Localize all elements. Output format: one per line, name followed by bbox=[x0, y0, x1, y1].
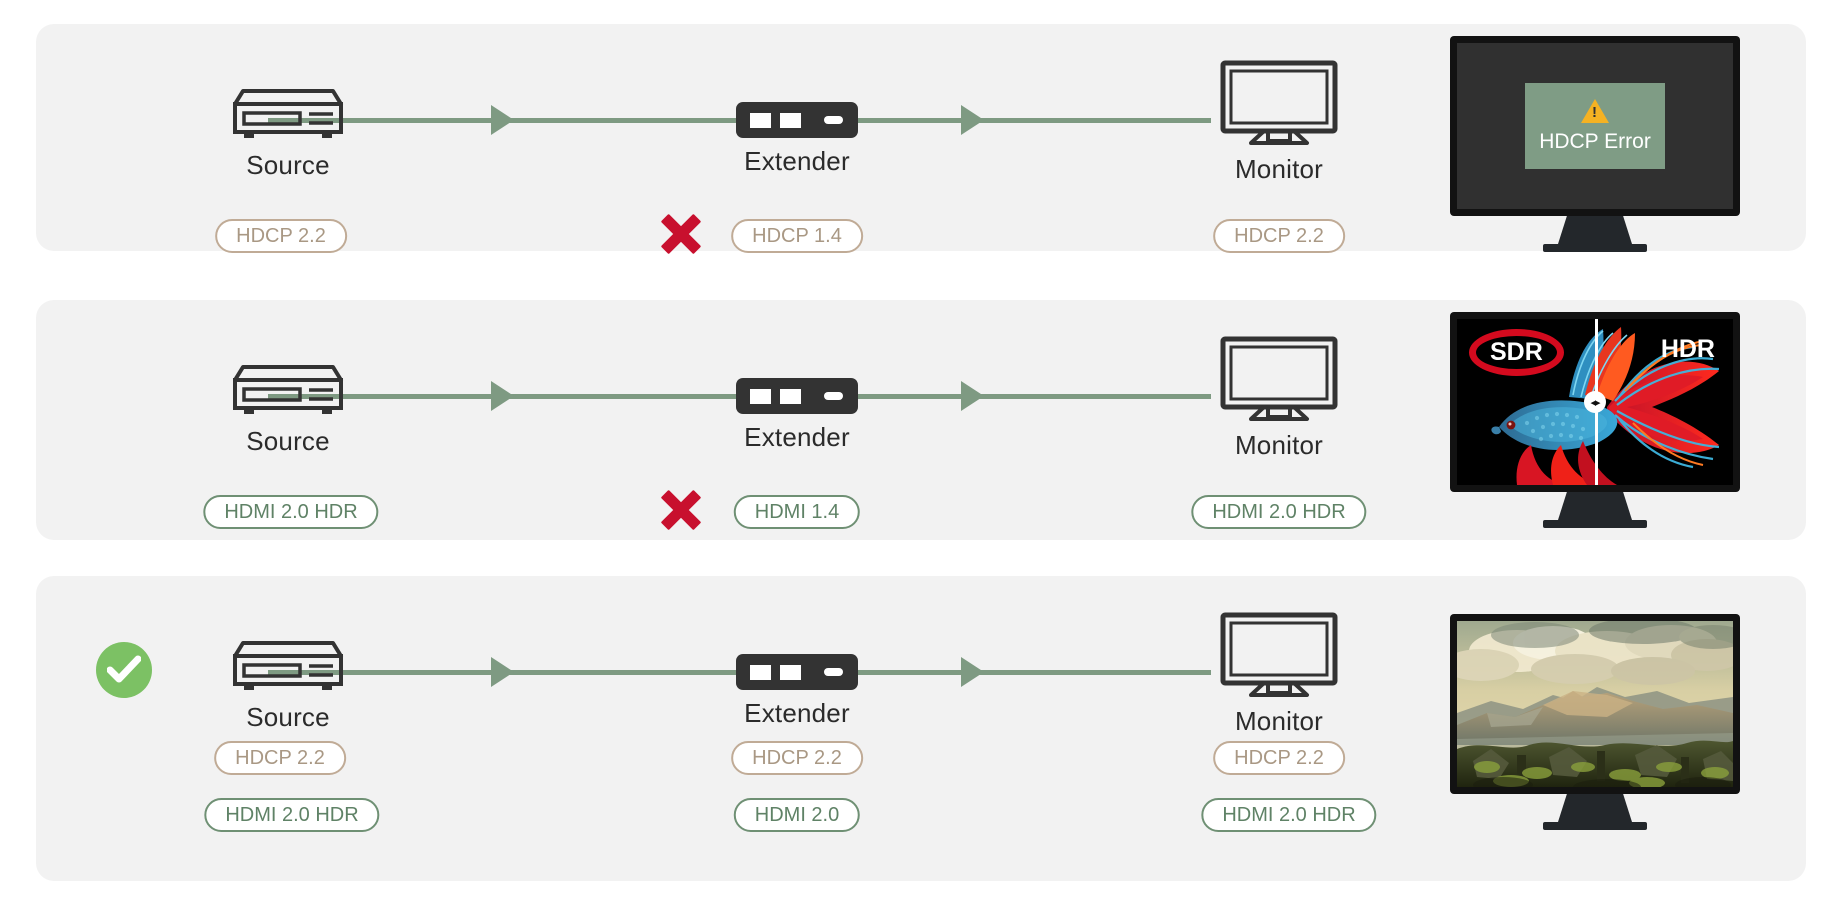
badge-extender-hdcp: HDCP 1.4 bbox=[731, 219, 863, 253]
comparison-slider-handle[interactable]: ◂▸ bbox=[1584, 391, 1606, 413]
extender-led bbox=[824, 116, 843, 124]
badge-monitor-hdmi: HDMI 2.0 HDR bbox=[1201, 798, 1377, 832]
badge-extender-hdmi: HDMI 1.4 bbox=[733, 495, 861, 529]
node-label-monitor: Monitor bbox=[1234, 154, 1324, 184]
badge-monitor-hdcp: HDCP 2.2 bbox=[1213, 219, 1345, 253]
node-label-monitor: Monitor bbox=[1234, 706, 1324, 736]
extender-device-icon bbox=[736, 378, 858, 414]
badge-monitor-hdcp: HDCP 2.2 bbox=[1213, 741, 1345, 775]
scenario-panel-hdmi-mismatch: Source HDMI 2.0 HDR Extender HDMI 1.4 Mo… bbox=[36, 300, 1806, 540]
node-label-monitor: Monitor bbox=[1234, 430, 1324, 460]
badge-source-hdmi: HDMI 2.0 HDR bbox=[203, 495, 379, 529]
preview-tv-landscape bbox=[1450, 614, 1740, 830]
node-source: Source bbox=[223, 86, 353, 181]
tv-stand-neck bbox=[1558, 216, 1632, 244]
node-monitor: Monitor bbox=[1214, 612, 1344, 737]
status-fail-icon bbox=[659, 488, 703, 532]
node-extender: Extender bbox=[736, 654, 858, 729]
tv-screen-sdr-hdr: ◂▸ SDR HDR bbox=[1457, 319, 1733, 485]
arrow-extender-to-monitor bbox=[961, 381, 984, 411]
tv-screen-landscape bbox=[1457, 621, 1733, 787]
extender-port-2 bbox=[780, 664, 801, 680]
extender-device-icon bbox=[736, 102, 858, 138]
node-label-extender: Extender bbox=[744, 146, 850, 176]
tv-screen-hdcp-error: HDCP Error bbox=[1457, 43, 1733, 209]
hdcp-error-box: HDCP Error bbox=[1524, 82, 1666, 170]
tv-stand-base bbox=[1543, 520, 1647, 528]
node-label-extender: Extender bbox=[744, 698, 850, 728]
node-label-source: Source bbox=[246, 426, 330, 456]
arrow-source-to-extender bbox=[491, 657, 514, 687]
node-label-source: Source bbox=[246, 702, 330, 732]
badge-source-hdcp: HDCP 2.2 bbox=[215, 219, 347, 253]
tv-bezel: HDCP Error bbox=[1450, 36, 1740, 216]
hdr-label: HDR bbox=[1660, 335, 1715, 363]
extender-port-2 bbox=[780, 112, 801, 128]
arrow-source-to-extender bbox=[491, 381, 514, 411]
node-extender: Extender bbox=[736, 102, 858, 177]
extender-port-1 bbox=[750, 112, 771, 128]
badge-extender-hdcp: HDCP 2.2 bbox=[731, 741, 863, 775]
tv-stand-neck bbox=[1558, 794, 1632, 822]
node-label-extender: Extender bbox=[744, 422, 850, 452]
tv-bezel: ◂▸ SDR HDR bbox=[1450, 312, 1740, 492]
landscape-photo-artwork bbox=[1457, 621, 1733, 787]
status-fail-icon bbox=[659, 212, 703, 256]
tv-stand-base bbox=[1543, 822, 1647, 830]
node-source: Source bbox=[223, 362, 353, 457]
monitor-device-icon bbox=[1220, 612, 1338, 697]
preview-tv-sdr-hdr: ◂▸ SDR HDR bbox=[1450, 312, 1740, 528]
extender-port-1 bbox=[750, 388, 771, 404]
node-source: Source bbox=[223, 638, 353, 733]
badge-monitor-hdmi: HDMI 2.0 HDR bbox=[1191, 495, 1367, 529]
preview-tv-hdcp-error: HDCP Error bbox=[1450, 36, 1740, 252]
extender-port-1 bbox=[750, 664, 771, 680]
extender-led bbox=[824, 392, 843, 400]
node-monitor: Monitor bbox=[1214, 60, 1344, 185]
sdr-label: SDR bbox=[1469, 329, 1564, 376]
node-label-source: Source bbox=[246, 150, 330, 180]
arrow-source-to-extender bbox=[491, 105, 514, 135]
arrow-extender-to-monitor bbox=[961, 657, 984, 687]
node-extender: Extender bbox=[736, 378, 858, 453]
monitor-device-icon bbox=[1220, 60, 1338, 145]
badge-source-hdcp: HDCP 2.2 bbox=[214, 741, 346, 775]
source-device-icon bbox=[233, 365, 343, 414]
scenario-panel-full-match: Source HDCP 2.2 HDMI 2.0 HDR Extender HD… bbox=[36, 576, 1806, 881]
node-monitor: Monitor bbox=[1214, 336, 1344, 461]
extender-device-icon bbox=[736, 654, 858, 690]
hdcp-error-message: HDCP Error bbox=[1539, 129, 1651, 153]
badge-source-hdmi: HDMI 2.0 HDR bbox=[204, 798, 380, 832]
extender-port-2 bbox=[780, 388, 801, 404]
extender-led bbox=[824, 668, 843, 676]
scenario-panel-hdcp-mismatch: Source HDCP 2.2 Extender HDCP 1.4 bbox=[36, 24, 1806, 255]
tv-bezel bbox=[1450, 614, 1740, 794]
badge-extender-hdmi: HDMI 2.0 bbox=[733, 798, 861, 832]
tv-stand-neck bbox=[1558, 492, 1632, 520]
monitor-device-icon bbox=[1220, 336, 1338, 421]
source-device-icon bbox=[233, 641, 343, 690]
source-device-icon bbox=[233, 89, 343, 138]
warning-triangle-icon bbox=[1581, 98, 1609, 123]
check-glyph-icon bbox=[107, 655, 141, 683]
arrow-extender-to-monitor bbox=[961, 105, 984, 135]
tv-stand-base bbox=[1543, 244, 1647, 252]
status-pass-icon bbox=[96, 642, 152, 698]
